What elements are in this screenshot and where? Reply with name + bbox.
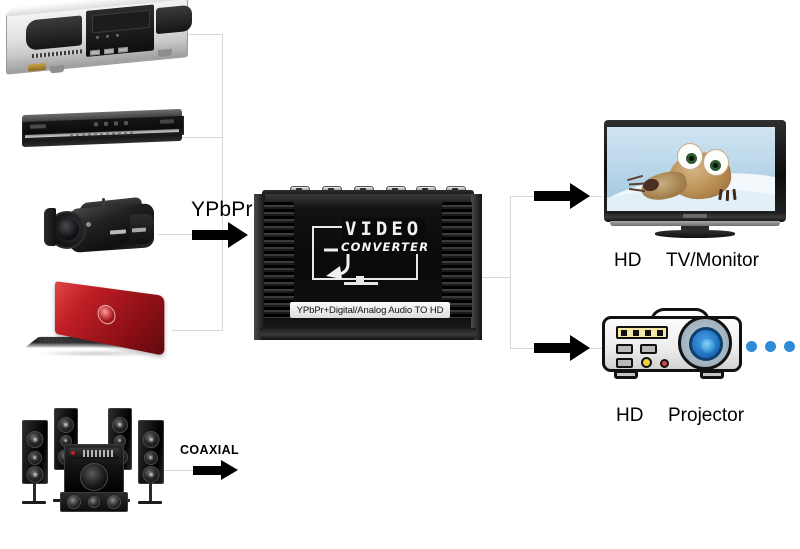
projector-beam-dot (765, 341, 776, 352)
projector-output-arrow-icon (534, 335, 590, 361)
tv-screen-content (607, 127, 775, 211)
connector-line-dvd (180, 137, 223, 138)
video-converter-device: VIDEO CONVERTER YPbPr+Digital/Analog Aud… (254, 186, 482, 348)
projector-beam-dot (746, 341, 757, 352)
converter-logo-converter-text: CONVERTER (338, 240, 432, 254)
connector-line-from-converter (482, 277, 510, 278)
projector-icon (600, 308, 748, 386)
tv-name-label: TV/Monitor (666, 250, 759, 272)
connector-line-pc (183, 34, 223, 35)
camcorder-icon (44, 192, 156, 260)
dvd-player-icon (22, 109, 182, 148)
input-label-ypbpr: YPbPr (191, 198, 253, 222)
flat-screen-tv-icon (600, 120, 790, 238)
input-label-coaxial: COAXIAL (180, 443, 239, 457)
tv-quality-label: HD (614, 250, 641, 272)
projector-quality-label: HD (616, 405, 643, 427)
connector-bus-left (222, 34, 223, 331)
laptop-icon (26, 288, 176, 360)
speaker-system-icon (12, 404, 170, 512)
desktop-computer-icon (6, 0, 186, 73)
coaxial-arrow-icon (193, 460, 241, 481)
tv-output-arrow-icon (534, 183, 590, 209)
converter-logo-video-text: VIDEO (342, 218, 425, 240)
connector-line-laptop (172, 330, 223, 331)
converter-spec-label: YPbPr+Digital/Analog Audio TO HD (290, 302, 450, 318)
projector-name-label: Projector (668, 405, 744, 427)
projector-beam-dot (784, 341, 795, 352)
connector-bus-right (510, 196, 511, 349)
converter-logo: VIDEO CONVERTER (304, 220, 422, 286)
ypbpr-arrow-icon (192, 222, 248, 248)
